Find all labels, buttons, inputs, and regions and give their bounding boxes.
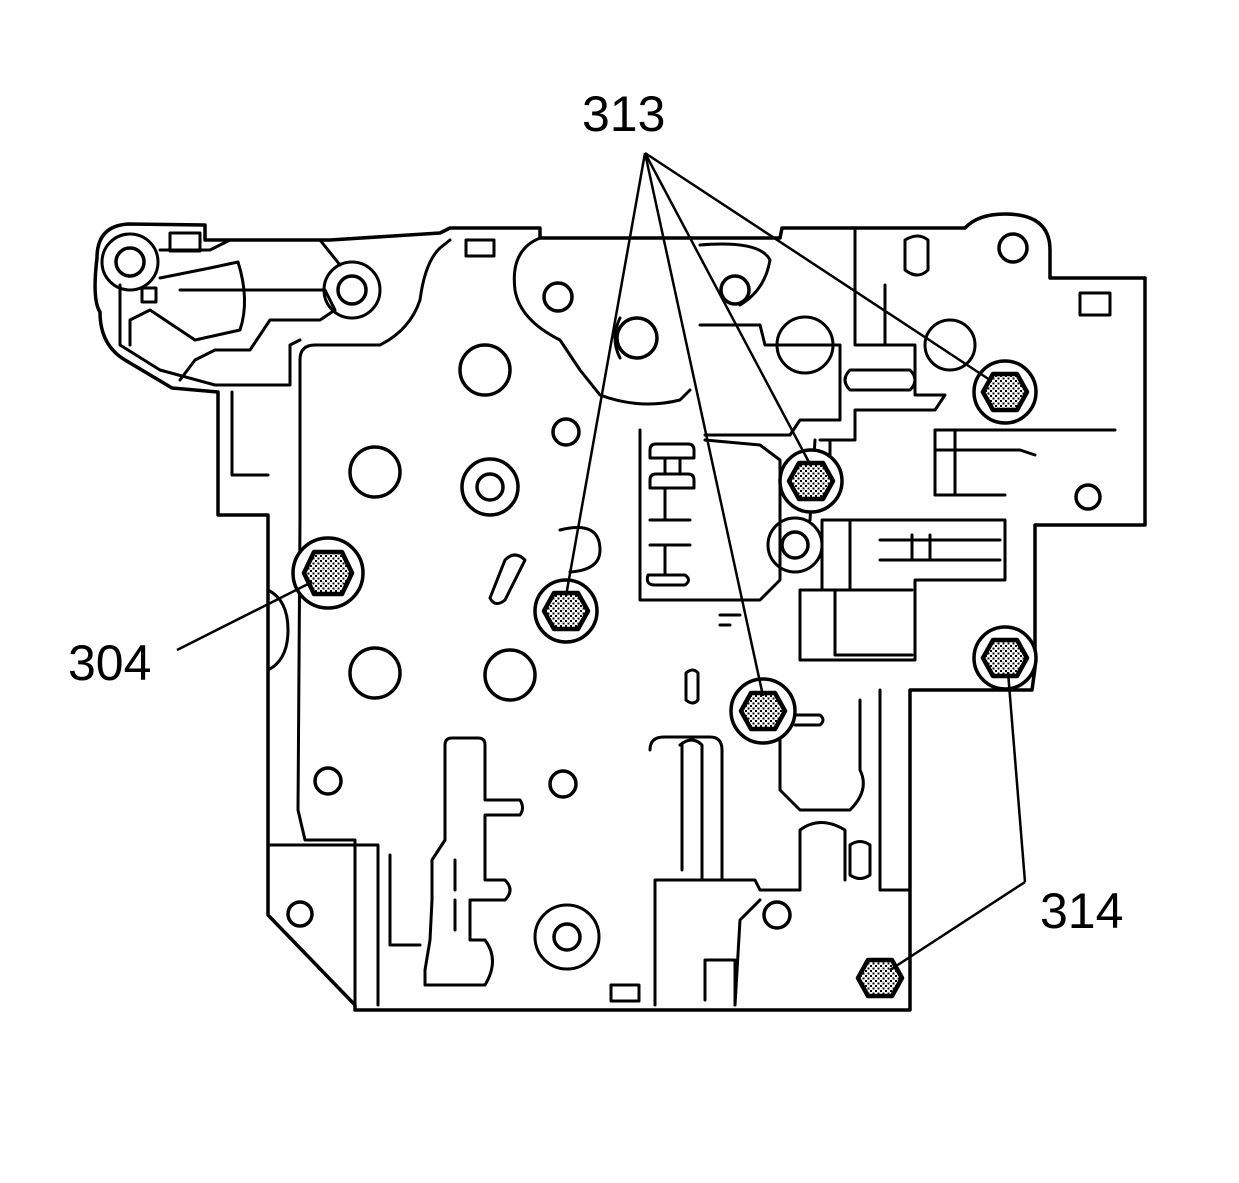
left-wall-detail xyxy=(230,390,270,477)
hole-c-inner xyxy=(475,472,505,502)
right-bracket xyxy=(798,518,1007,662)
callout-313: 313 xyxy=(582,86,665,142)
ear-slot xyxy=(168,231,202,253)
upper-right-pocket xyxy=(843,368,917,392)
inner-left-wall xyxy=(296,358,357,1007)
lower-big-hole xyxy=(533,903,601,971)
bolts xyxy=(291,359,1038,999)
spool-bore-wall xyxy=(638,428,782,602)
hole-b xyxy=(348,445,402,499)
upper-hole-2-arc xyxy=(613,316,622,360)
right-side-channels-2 xyxy=(933,428,1007,497)
callout-304: 304 xyxy=(68,635,151,691)
lower-right-wall xyxy=(733,688,912,1007)
upper-right-slot xyxy=(903,234,930,277)
right-bracket-ribs xyxy=(910,533,932,562)
lower-left-step xyxy=(266,843,380,1007)
upper-right-wall xyxy=(818,228,947,442)
lower-right-bore xyxy=(778,698,865,812)
ear-hole-left-outer xyxy=(100,232,160,292)
hole-d xyxy=(551,417,581,447)
upper-hole-1 xyxy=(542,281,574,313)
leader-313-b xyxy=(643,152,813,467)
right-hole xyxy=(1074,483,1102,511)
right-side-channels xyxy=(933,428,1117,457)
hole-f xyxy=(483,648,537,702)
lower-slot xyxy=(609,983,641,1003)
upper-hole-3 xyxy=(719,274,751,306)
bolt-313-d xyxy=(729,677,797,745)
right-slot xyxy=(1078,291,1112,317)
center-right-hole xyxy=(780,530,810,560)
small-notch xyxy=(718,613,742,627)
lower-right-hole xyxy=(762,900,792,930)
bolt-314-a xyxy=(972,625,1038,691)
callout-labels: 313 304 314 xyxy=(68,86,1123,939)
ear-channel-4 xyxy=(118,283,302,387)
hole-a xyxy=(458,343,512,397)
lower-center-right xyxy=(720,821,847,892)
upper-arc xyxy=(698,242,772,307)
lower-spool-left xyxy=(423,736,524,987)
lower-left-hole xyxy=(286,900,314,928)
ear-slot-2 xyxy=(140,286,158,304)
leader-313-a xyxy=(564,152,647,597)
leader-313-d xyxy=(643,152,765,697)
leader-304 xyxy=(176,580,313,652)
lower-spool-left-detail xyxy=(388,853,457,947)
inner-main-outline xyxy=(298,238,452,362)
slanted-slot xyxy=(488,553,527,605)
center-arc xyxy=(558,526,602,574)
upper-center-curve xyxy=(512,236,692,406)
spool-upper xyxy=(645,442,696,587)
callout-314: 314 xyxy=(1040,883,1123,939)
lower-center-bore xyxy=(648,735,724,1007)
bolt-304-hex-icon xyxy=(301,549,355,597)
leader-314-a xyxy=(1006,671,1027,883)
ear-hole-right xyxy=(997,232,1029,264)
lower-slot-right xyxy=(703,958,737,1007)
hole-e xyxy=(348,646,402,700)
valve-body-outline xyxy=(93,212,1147,1012)
bolt-314-a-hex-icon xyxy=(980,637,1030,679)
leader-314-b xyxy=(889,880,1026,972)
top-slot xyxy=(464,238,496,258)
right-bracket-inner xyxy=(818,518,1002,657)
bolt-313-a-hex-icon xyxy=(541,590,591,632)
upper-right-circle xyxy=(923,318,977,372)
lower-right-block xyxy=(848,840,872,880)
ear-channel-3 xyxy=(178,288,337,382)
bolt-304 xyxy=(291,536,365,610)
center-upper-shape xyxy=(698,323,842,437)
bolt-313-a xyxy=(533,578,599,644)
center-upper-hole xyxy=(775,315,835,375)
valve-body xyxy=(93,212,1147,1012)
lower-center-bore-inner xyxy=(678,738,704,882)
ear-hole-left-2 xyxy=(336,274,368,306)
lower-big-hole-inner xyxy=(552,922,582,952)
left-wall-notch xyxy=(266,588,290,672)
bolt-313-c-hex-icon xyxy=(980,371,1030,413)
hole-h xyxy=(548,769,578,799)
lower-tab xyxy=(793,713,825,727)
upper-hole-2 xyxy=(615,316,659,360)
bolt-313-c xyxy=(972,359,1038,425)
small-slot xyxy=(684,668,700,705)
leader-313-c xyxy=(644,151,991,382)
ear-channel-2 xyxy=(128,260,247,347)
ear-hole-left xyxy=(114,246,146,278)
bolt-313-b xyxy=(778,448,844,514)
hole-g xyxy=(313,766,343,796)
bolt-313-b-hex-icon xyxy=(786,460,836,502)
bolt-313-d-hex-icon xyxy=(738,690,788,732)
leader-lines xyxy=(176,151,1027,972)
